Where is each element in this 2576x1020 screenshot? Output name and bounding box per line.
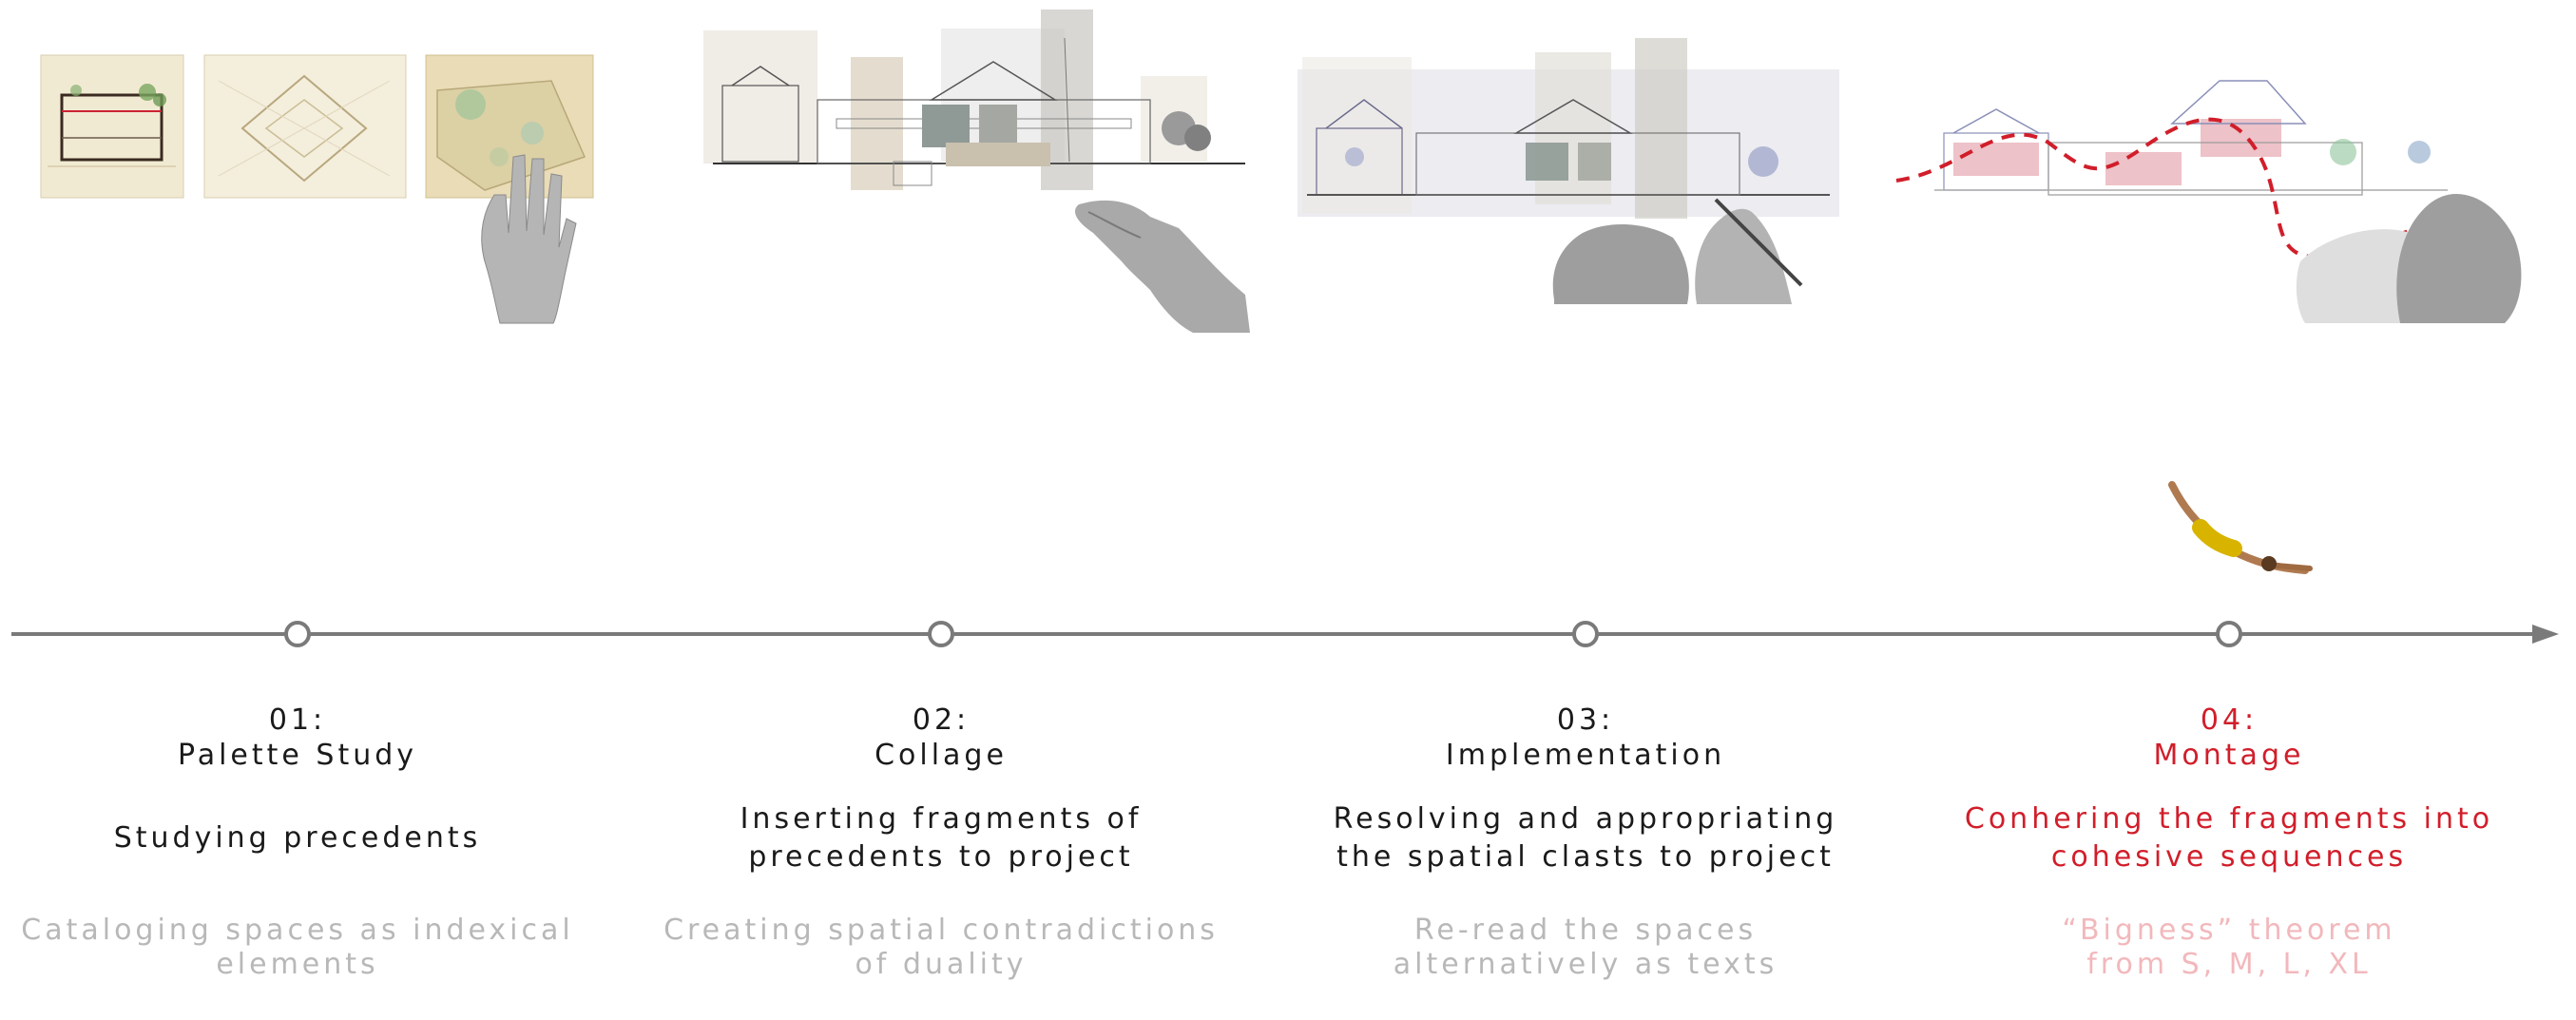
montage-illustration [1887, 38, 2528, 337]
stage-detail-line: Re-read the spaces [1413, 914, 1758, 947]
stage-description: Inserting fragments of precedents to pro… [618, 800, 1264, 876]
stage-detail-line: alternatively as texts [1393, 948, 1778, 981]
collage-illustration [703, 10, 1255, 333]
stage-03: 03: Implementation Resolving and appropr… [1262, 703, 1909, 984]
diver-figure [2163, 480, 2334, 594]
implementation-illustration [1298, 33, 1849, 309]
stage-01: 01: Palette Study Studying precedents Ca… [0, 703, 621, 984]
stage-description-line: cohesive sequences [2050, 840, 2408, 874]
palette-study-illustration [38, 52, 608, 328]
stage-title: Montage [2153, 739, 2305, 772]
palette-sketches-image [40, 54, 594, 324]
stage-description-line: the spatial clasts to project [1336, 840, 1835, 874]
stage-description: Studying precedents [113, 821, 482, 855]
stage-detail-line: Creating spatial contradictions [663, 914, 1219, 947]
timeline-arrowhead-icon [2532, 625, 2559, 644]
stage-detail-line: elements [216, 948, 379, 981]
stage-title: Palette Study [177, 739, 418, 772]
stage-detail: Creating spatial contradictions of duali… [618, 912, 1264, 984]
timeline-node-01 [284, 621, 311, 647]
stage-detail-line: from S, M, L, XL [2086, 948, 2372, 981]
montage-section-image [1895, 80, 2522, 323]
stage-number: 01: [268, 703, 327, 737]
diver-image [2168, 481, 2313, 574]
stage-description-line: Inserting fragments of [740, 802, 1143, 836]
collage-section-image [703, 10, 1250, 333]
stage-number: 04: [2200, 703, 2259, 737]
timeline-node-04 [2216, 621, 2242, 647]
stage-detail: Cataloging spaces as indexical elements [0, 912, 621, 984]
stage-title: Implementation [1445, 739, 1726, 772]
stage-02: 02: Collage Inserting fragments of prece… [618, 703, 1264, 984]
stage-detail: Re-read the spaces alternatively as text… [1262, 912, 1909, 984]
stage-detail-line: “Bigness” theorem [2062, 914, 2396, 947]
stage-description: Resolving and appropriating the spatial … [1262, 800, 1909, 876]
stage-04: 04: Montage Conhering the fragments into… [1906, 703, 2552, 984]
stage-detail-line: Cataloging spaces as indexical [21, 914, 574, 947]
timeline-node-02 [928, 621, 954, 647]
stage-detail: “Bigness” theorem from S, M, L, XL [1906, 912, 2552, 984]
timeline-node-03 [1572, 621, 1599, 647]
stage-detail-line: of duality [855, 948, 1028, 981]
stage-description-line: precedents to project [748, 840, 1134, 874]
implementation-section-image [1298, 38, 1839, 304]
timeline [11, 621, 2559, 647]
stage-description: Conhering the fragments into cohesive se… [1906, 800, 2552, 876]
stage-number: 02: [912, 703, 971, 737]
stage-number: 03: [1556, 703, 1615, 737]
hand-image [481, 154, 577, 324]
stage-description-line: Conhering the fragments into [1964, 802, 2494, 836]
stage-description-line: Resolving and appropriating [1333, 802, 1838, 836]
stage-title: Collage [875, 739, 1008, 772]
